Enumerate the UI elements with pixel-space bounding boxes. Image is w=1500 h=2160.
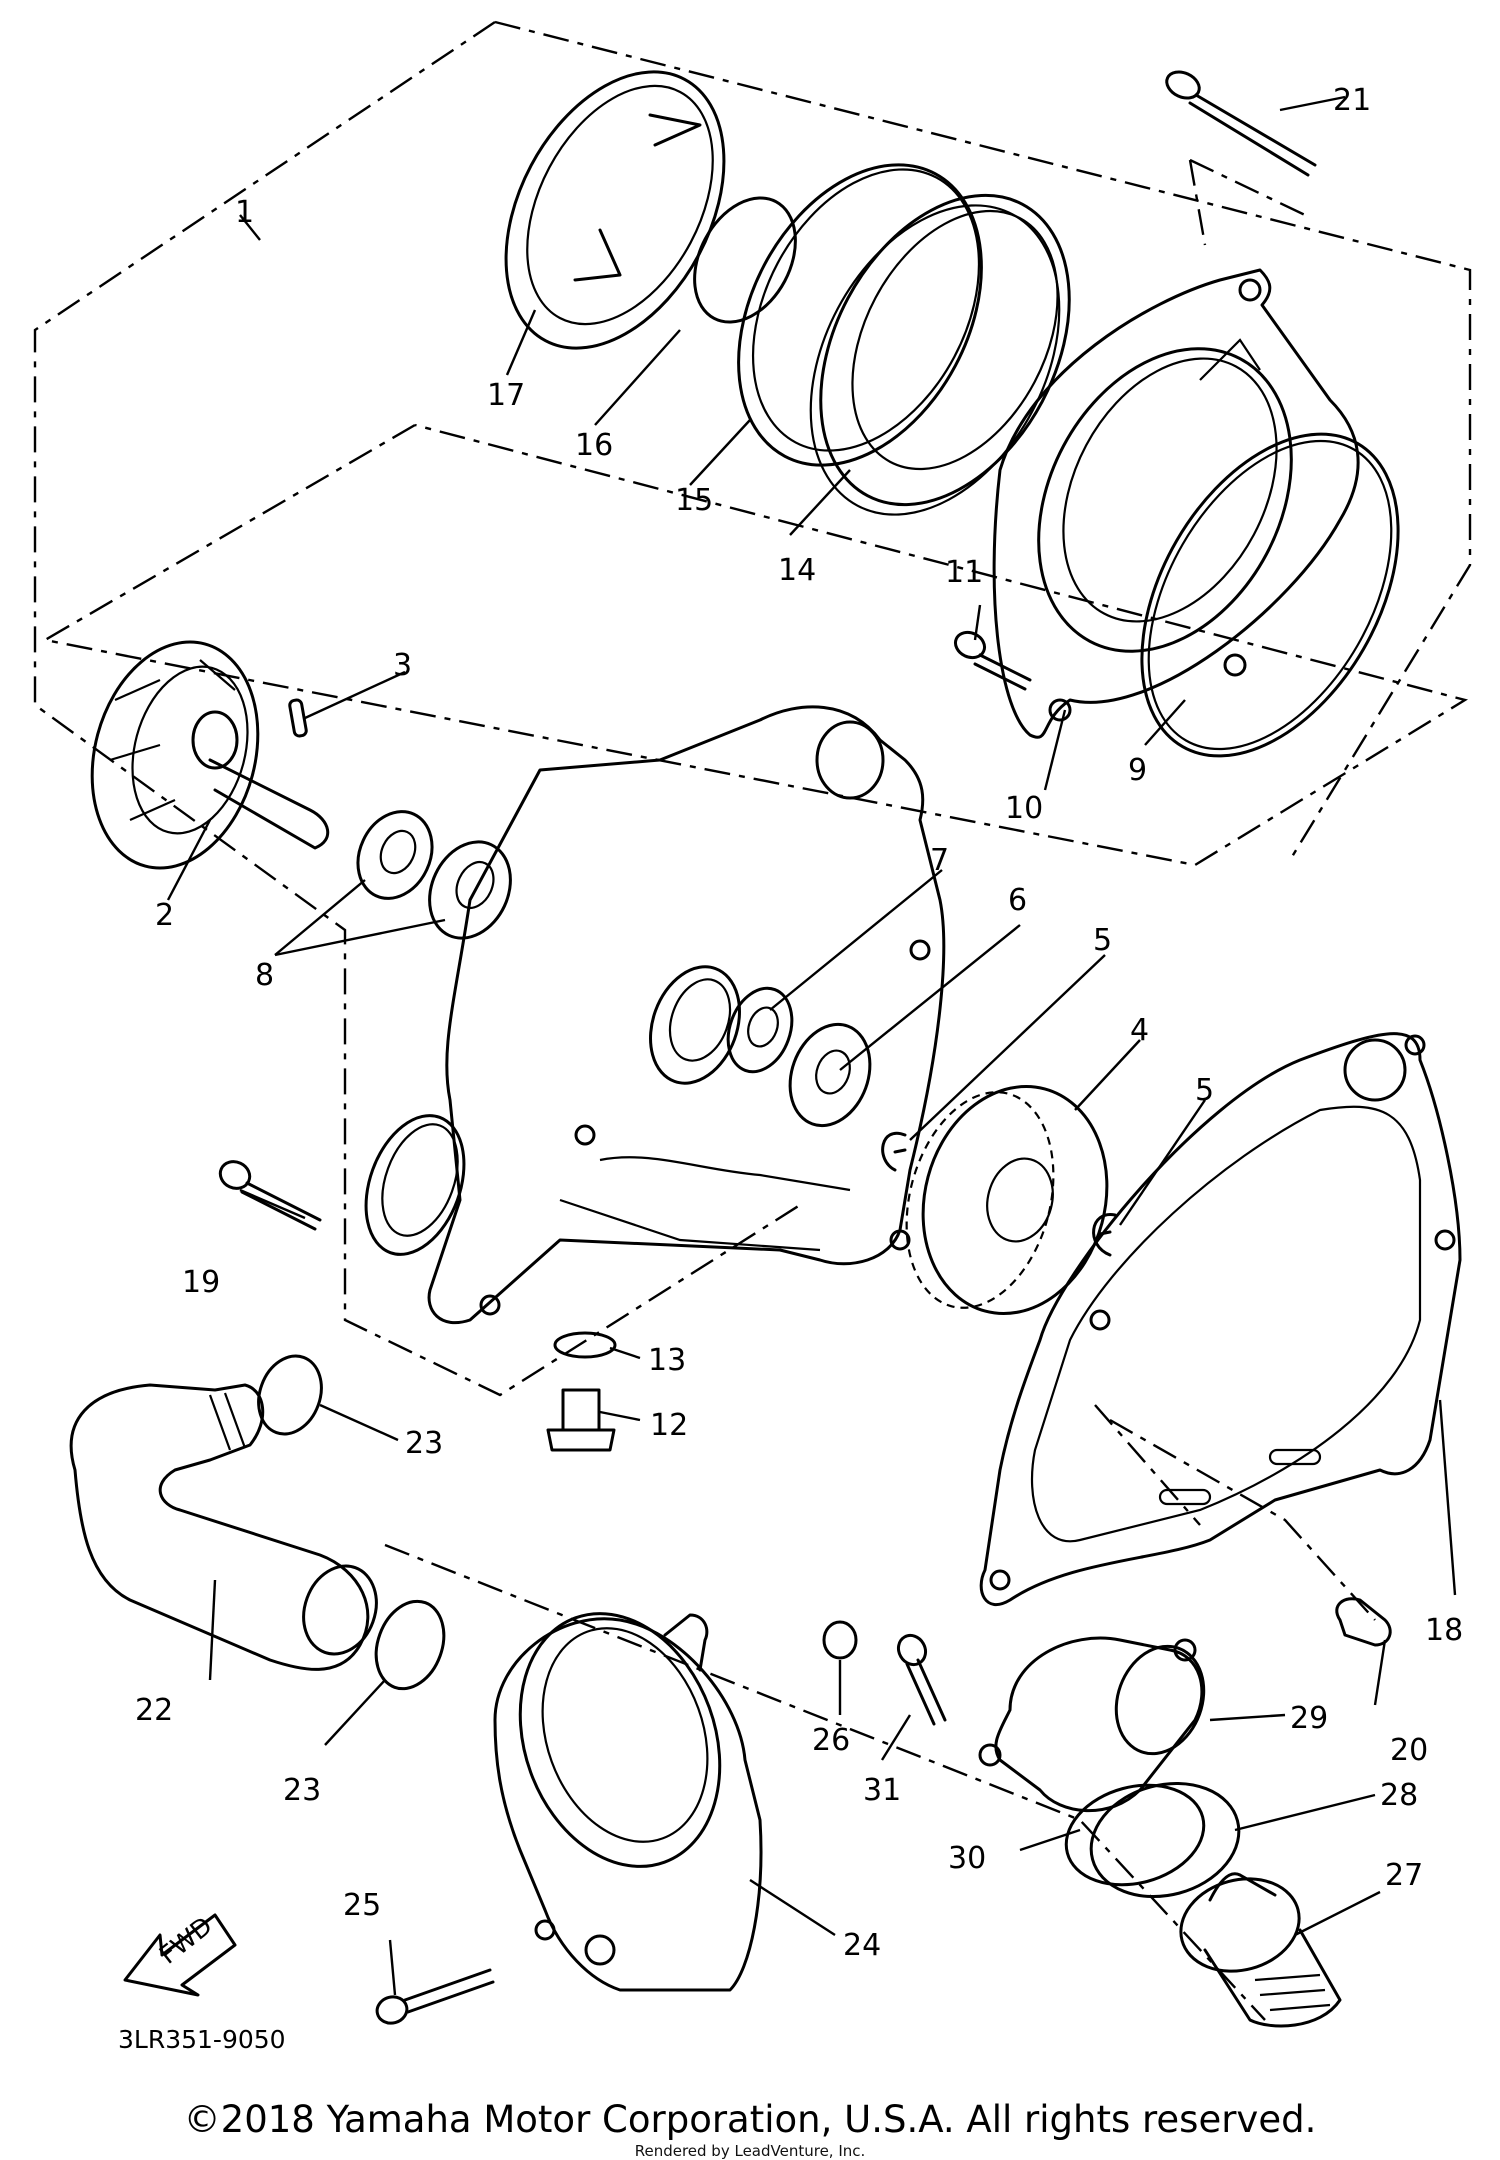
callout-29: 29 [1290, 1701, 1328, 1736]
callout-23b: 23 [283, 1773, 321, 1808]
part-26-plug [822, 1620, 858, 1660]
part-19-bolt [218, 1160, 322, 1231]
callout-26: 26 [812, 1723, 850, 1758]
part-16-plug [693, 196, 797, 324]
part-27-thermostat [1179, 1872, 1342, 2028]
rendered-by-credit: Rendered by LeadVenture, Inc. [634, 2142, 866, 2160]
part-18-gasket [979, 1032, 1462, 1607]
callout-21: 21 [1333, 83, 1371, 118]
callout-17: 17 [487, 378, 525, 413]
callout-1: 1 [235, 195, 254, 230]
callout-7: 7 [930, 843, 949, 878]
part-13-washer [553, 1331, 617, 1359]
part-6-oil-seal [788, 1022, 872, 1128]
callout-27: 27 [1385, 1858, 1423, 1893]
callout-9: 9 [1128, 753, 1147, 788]
part-20-plug [1335, 1597, 1392, 1647]
callout-24: 24 [843, 1928, 881, 1963]
callout-4: 4 [1130, 1013, 1149, 1048]
pump-body [364, 705, 946, 1325]
callout-6: 6 [1008, 883, 1027, 918]
part-8-bearings [356, 810, 512, 940]
callout-5b: 5 [1195, 1073, 1214, 1108]
leader-lines [166, 95, 1457, 1996]
assembly-1-boundary [33, 20, 1472, 1397]
callout-30: 30 [948, 1841, 986, 1876]
part-29-thermostat-cover [978, 1636, 1206, 1813]
callout-8: 8 [255, 958, 274, 993]
part-30-o-ring [1064, 1783, 1206, 1887]
callout-28: 28 [1380, 1778, 1418, 1813]
callout-10: 10 [1005, 791, 1043, 826]
part-17-cover [504, 70, 726, 350]
gasket-reference-lines [384, 1404, 1376, 2021]
part-2-impeller [90, 640, 330, 870]
part-31-bolt [896, 1633, 947, 1726]
part-9-o-ring [1140, 432, 1400, 758]
part-25-bolt [375, 1968, 495, 2025]
part-11-bolt [953, 630, 1032, 691]
callout-13: 13 [648, 1343, 686, 1378]
callout-2: 2 [155, 898, 174, 933]
part-5-circlip-a [881, 1131, 907, 1172]
part-24-thermostat-housing [493, 1612, 763, 1992]
part-15-o-ring [737, 163, 983, 467]
callout-12: 12 [650, 1408, 688, 1443]
part-14-seal [809, 193, 1071, 516]
part-28-gasket [1089, 1781, 1241, 1899]
callout-25: 25 [343, 1888, 381, 1923]
callout-20: 20 [1390, 1733, 1428, 1768]
part-23-o-ring-lower [374, 1599, 446, 1691]
callout-15: 15 [675, 483, 713, 518]
callout-22: 22 [135, 1693, 173, 1728]
callout-18: 18 [1425, 1613, 1463, 1648]
callout-31: 31 [863, 1773, 901, 1808]
part-23-o-ring-upper [257, 1354, 323, 1436]
callout-14: 14 [778, 553, 816, 588]
part-3-pin [288, 698, 308, 738]
fwd-arrow-icon: FWD [123, 1911, 237, 1997]
part-22-elbow-pipe [69, 1383, 378, 1671]
part-7-bearing [726, 986, 794, 1074]
callout-5a: 5 [1093, 923, 1112, 958]
part-4-gear [905, 1085, 1109, 1315]
callout-16: 16 [575, 428, 613, 463]
copyright-notice: ©2018 Yamaha Motor Corporation, U.S.A. A… [183, 2098, 1317, 2141]
part-12-drain-bolt [546, 1388, 616, 1452]
subassembly-boundary [41, 423, 1469, 867]
callout-labels: 1 2 3 4 5 5 6 7 8 9 10 11 12 13 14 15 16… [135, 83, 1463, 1963]
callout-19: 19 [182, 1265, 220, 1300]
part-code-label: 3LR351-9050 [118, 2025, 286, 2054]
callout-11: 11 [945, 555, 983, 590]
part-10-housing-cover [992, 268, 1360, 739]
callout-23a: 23 [405, 1426, 443, 1461]
part-21-bolt [1165, 70, 1317, 177]
callout-3: 3 [393, 648, 412, 683]
